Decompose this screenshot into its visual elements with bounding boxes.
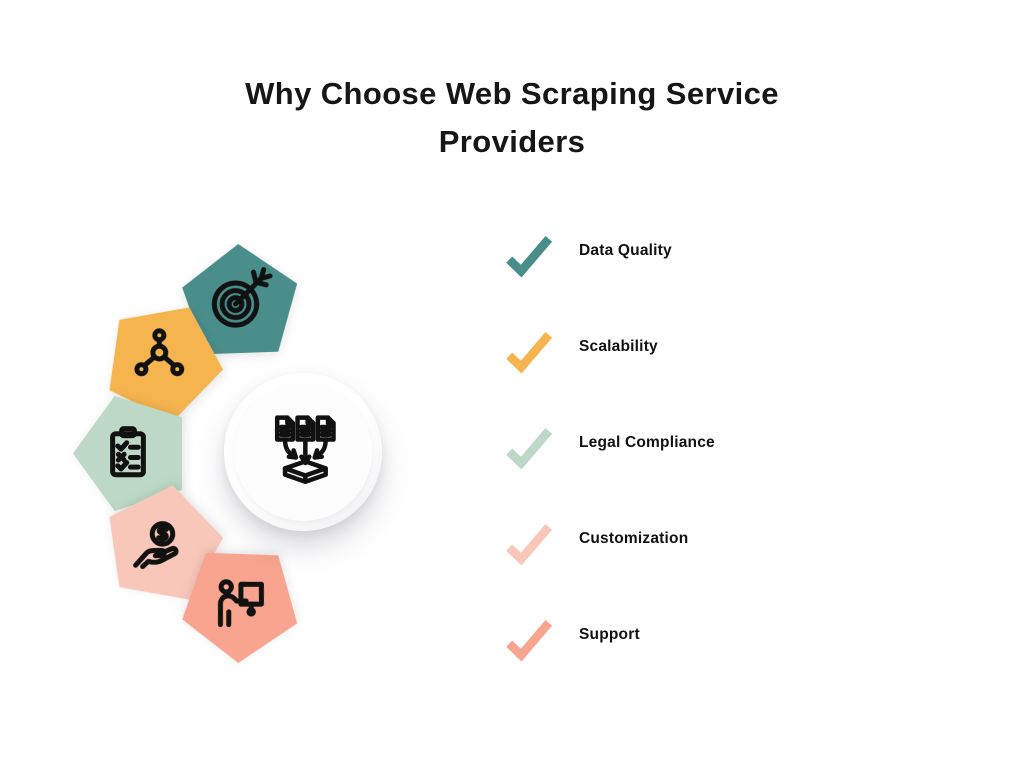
list-item-label: Support — [579, 625, 640, 643]
list-item-legal-compliance: Legal Compliance — [506, 419, 715, 469]
pentagon-shape-teal — [181, 242, 300, 355]
pentagon-legal-compliance — [73, 396, 182, 511]
list-item-label: Data Quality — [579, 241, 672, 259]
list-item-scalability: Scalability — [506, 323, 715, 373]
check-icon — [506, 235, 552, 277]
list-item-label: Customization — [579, 529, 689, 547]
pentagon-data-quality — [181, 242, 300, 355]
pentagon-customization — [79, 470, 237, 628]
center-hub-inner-circle — [234, 383, 372, 521]
hand-coin-icon — [127, 517, 191, 581]
documents-into-tray-data-collection-icon — [260, 412, 346, 492]
check-icon — [506, 331, 552, 373]
check-icon — [506, 427, 552, 469]
benefits-checklist: Data Quality Scalability Legal Complianc… — [506, 227, 715, 707]
page-title: Why Choose Web Scraping Service Provider… — [0, 70, 1024, 166]
pentagon-shape-salmon — [181, 552, 300, 665]
molecule-icon — [127, 326, 191, 390]
list-item-support: Support — [506, 611, 715, 661]
pentagon-support — [181, 552, 300, 665]
checklist-icon — [96, 422, 160, 486]
list-item-label: Scalability — [579, 337, 658, 355]
pentagon-shape-blush — [79, 470, 237, 628]
pentagon-scalability — [79, 278, 237, 436]
pentagon-shape-sage — [73, 396, 182, 511]
presenter-icon — [208, 577, 272, 641]
target-icon — [208, 266, 272, 330]
title-line-2: Providers — [438, 124, 586, 159]
list-item-label: Legal Compliance — [579, 433, 715, 451]
center-hub-circle — [224, 373, 382, 531]
list-item-customization: Customization — [506, 515, 715, 565]
title-line-1: Why Choose Web Scraping Service — [245, 76, 779, 111]
check-icon — [506, 619, 552, 661]
pentagon-shape-orange — [79, 278, 237, 436]
check-icon — [506, 523, 552, 565]
list-item-data-quality: Data Quality — [506, 227, 715, 277]
